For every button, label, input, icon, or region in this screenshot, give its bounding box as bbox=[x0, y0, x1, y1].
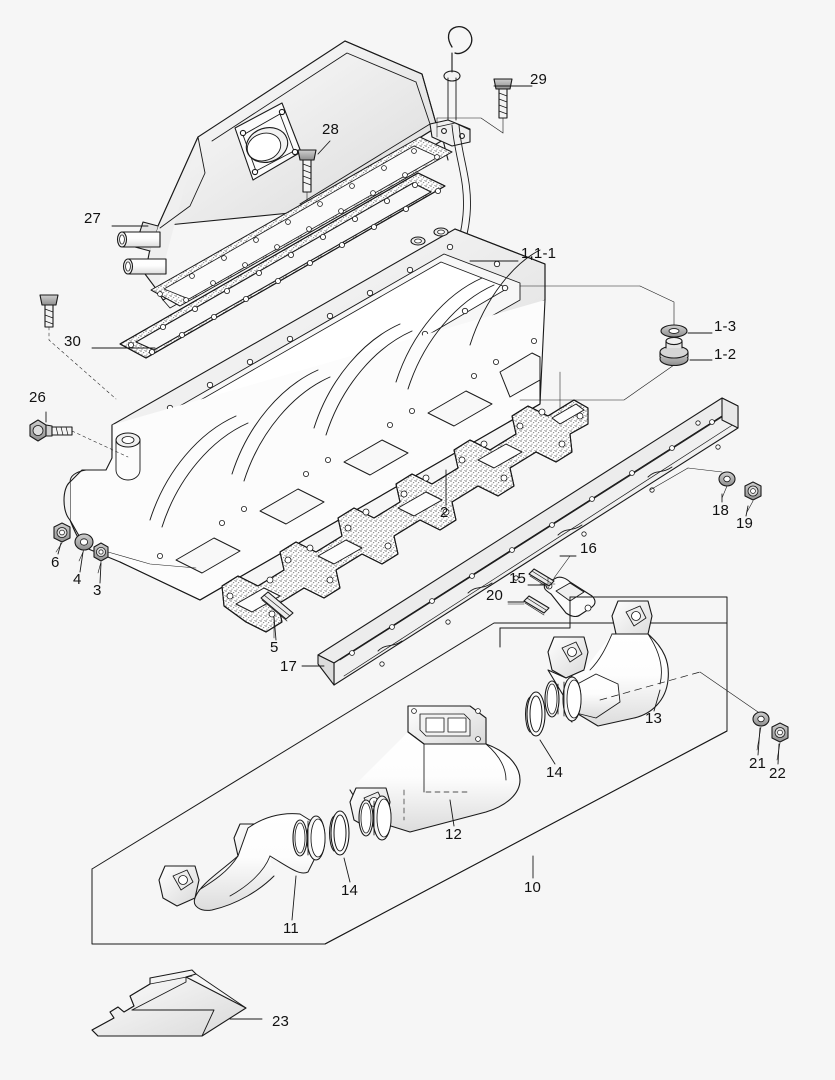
callout-12: 12 bbox=[445, 826, 463, 843]
part-washer-4 bbox=[74, 533, 94, 562]
callout-2: 2 bbox=[440, 504, 449, 521]
part-aftercooler-gasket-30 bbox=[119, 172, 446, 359]
callout-20: 20 bbox=[486, 587, 504, 604]
callout-21: 21 bbox=[749, 755, 767, 772]
callout-23: 23 bbox=[272, 1013, 290, 1030]
callout-16: 16 bbox=[580, 540, 598, 557]
callout-1-2: 1-2 bbox=[714, 346, 737, 363]
part-washer-21 bbox=[752, 711, 770, 751]
part-bolt-28 bbox=[297, 149, 317, 219]
callout-15: 15 bbox=[509, 570, 527, 587]
part-bolt-26 bbox=[29, 419, 129, 458]
callout-13: 13 bbox=[645, 710, 663, 727]
callout-1-3: 1-3 bbox=[714, 318, 737, 335]
callout-18: 18 bbox=[712, 502, 730, 519]
callout-6: 6 bbox=[51, 554, 60, 571]
assembly-box-13 bbox=[499, 596, 728, 648]
cooler-outlet-tubes bbox=[116, 231, 167, 275]
callout-10: 10 bbox=[524, 879, 542, 896]
part-sealing-ring-14-front bbox=[329, 810, 350, 856]
callout-4: 4 bbox=[73, 571, 82, 588]
callout-14-rear: 14 bbox=[546, 764, 564, 781]
callout-26: 26 bbox=[29, 389, 47, 406]
part-heat-shield-rail-17 bbox=[317, 397, 739, 686]
callout-30: 30 bbox=[64, 333, 82, 350]
callout-14-front: 14 bbox=[341, 882, 359, 899]
leader-lines bbox=[45, 85, 780, 1020]
callout-17: 17 bbox=[280, 658, 298, 675]
cooler-lower-flange-band bbox=[150, 136, 453, 307]
part-intake-manifold-body bbox=[63, 227, 546, 601]
part-bolt-upper-left bbox=[39, 294, 117, 400]
callout-28: 28 bbox=[322, 121, 340, 138]
part-washer-18 bbox=[718, 471, 736, 499]
callout-19: 19 bbox=[736, 515, 754, 532]
part-nut-3 bbox=[93, 542, 197, 574]
callout-5: 5 bbox=[270, 639, 279, 656]
part-plug-1-2 bbox=[659, 336, 689, 367]
callout-1-1-1: 1,1-1 bbox=[521, 245, 557, 262]
callout-27: 27 bbox=[84, 210, 102, 227]
part-exhaust-manifold-12 bbox=[349, 705, 521, 841]
callout-11: 11 bbox=[283, 920, 299, 937]
part-sealing-ring-14-rear bbox=[525, 691, 546, 737]
part-heat-shield-plate-23 bbox=[91, 969, 247, 1037]
part-stud-20 bbox=[507, 595, 550, 616]
callout-3: 3 bbox=[93, 582, 102, 599]
assembly-box-10 bbox=[91, 622, 728, 945]
part-nut-19 bbox=[744, 481, 762, 513]
callout-29: 29 bbox=[530, 71, 548, 88]
callout-22: 22 bbox=[769, 765, 787, 782]
part-washer-1-3 bbox=[660, 324, 688, 338]
part-exhaust-pipe-11 bbox=[158, 813, 326, 911]
part-nut-6 bbox=[53, 522, 71, 553]
part-stud-5 bbox=[260, 591, 294, 639]
part-bolt-29 bbox=[493, 78, 513, 134]
part-exhaust-pipe-13 bbox=[544, 600, 701, 727]
part-nut-22 bbox=[771, 722, 789, 761]
